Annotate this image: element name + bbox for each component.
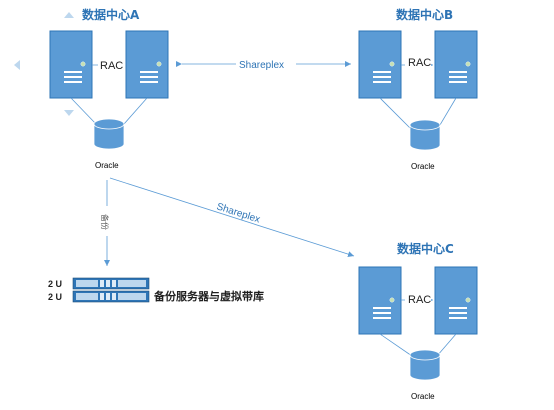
backup-rack: 2 U 2 U 备份服务器与虚拟带库: [48, 277, 264, 303]
backup-unit-label: 备份服务器与虚拟带库: [153, 289, 264, 303]
backup-u2-label: 2 U: [48, 292, 62, 302]
handle-down-icon: [64, 110, 74, 116]
datacenter-c-rac-label: RAC: [408, 294, 431, 306]
datacenter-c-server-1: [358, 266, 402, 335]
rack-server-icon: [72, 277, 150, 303]
datacenter-b-server-2: [434, 30, 478, 99]
link-a-c-label: Shareplex: [215, 201, 261, 225]
link-backup-label: 备份: [100, 214, 110, 230]
datacenter-b-server-1: [358, 30, 402, 99]
datacenter-a-rac-label: RAC: [100, 60, 123, 72]
datacenter-b-db-label: Oracle: [411, 162, 435, 171]
backup-u1-label: 2 U: [48, 279, 62, 289]
datacenter-b-title: 数据中心B: [396, 7, 453, 22]
link-a-b: Shareplex: [176, 57, 351, 71]
datacenter-a-db-label: Oracle: [95, 161, 119, 170]
datacenter-c: 数据中心C RAC Oracle: [358, 241, 478, 401]
datacenter-c-database-icon: [409, 349, 441, 381]
datacenter-c-title: 数据中心C: [397, 241, 454, 256]
datacenter-b: 数据中心B RAC Oracle: [358, 7, 478, 171]
datacenter-b-database-icon: [409, 119, 441, 151]
link-a-c: Shareplex: [109, 177, 355, 258]
datacenter-a-server-2: [125, 30, 169, 99]
datacenter-c-server-2: [434, 266, 478, 335]
link-backup: 备份: [100, 180, 113, 266]
datacenter-a: 数据中心A RAC Oracle: [49, 7, 169, 170]
datacenter-a-title: 数据中心A: [82, 7, 140, 22]
datacenter-a-database-icon: [93, 118, 125, 150]
handle-left-icon: [14, 60, 20, 70]
link-a-b-label: Shareplex: [239, 60, 284, 71]
datacenter-b-rac-label: RAC: [408, 57, 431, 69]
datacenter-a-server-1: [49, 30, 93, 99]
datacenter-c-db-label: Oracle: [411, 392, 435, 401]
handle-up-icon: [64, 12, 74, 18]
